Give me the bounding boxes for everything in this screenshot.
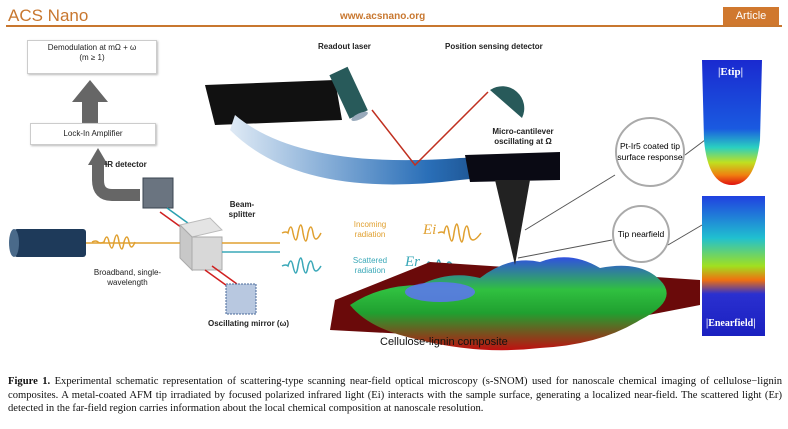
up-arrow-icon xyxy=(72,80,108,125)
oscillating-mirror-icon xyxy=(225,283,257,315)
scattered-symbol: Er xyxy=(405,254,420,270)
article-badge: Article xyxy=(723,7,779,25)
demod-condition: (m ≥ 1) xyxy=(79,53,105,62)
psd-label: Position sensing detector xyxy=(445,42,543,51)
enearfield-map xyxy=(702,196,765,336)
tip-response-label: Pt-Ir5 coated tip surface response xyxy=(617,141,683,162)
ir-detector-icon xyxy=(142,177,174,209)
readout-laser-icon xyxy=(329,66,368,121)
demod-label: Demodulation at mΩ + ω xyxy=(47,43,137,52)
readout-laser-label: Readout laser xyxy=(318,42,371,51)
incoming-label: Incoming radiation xyxy=(353,220,387,239)
etip-label: |Etip| xyxy=(718,66,744,78)
beamsplitter-icon xyxy=(179,217,223,272)
incoming-wave-2-icon xyxy=(437,223,482,243)
caption-text: Experimental schematic representation of… xyxy=(8,376,782,414)
figure-graphic xyxy=(9,60,765,351)
beamsplitter-label: Beam-splitter xyxy=(228,200,256,219)
tip-response-callout: Pt-Ir5 coated tip surface response xyxy=(615,117,685,187)
enearfield-label: |Enearfield| xyxy=(706,318,756,329)
demodulation-box: Demodulation at mΩ + ω (m ≥ 1) xyxy=(27,40,157,74)
mirror-label: Oscillating mirror (ω) xyxy=(208,319,289,328)
incoming-symbol: Ei xyxy=(423,222,437,238)
lockin-label: Lock-In Amplifier xyxy=(63,129,123,138)
ir-source-icon xyxy=(14,229,86,257)
incoming-wave-icon xyxy=(281,224,322,242)
ir-detector-label: IR detector xyxy=(105,160,147,169)
curved-arrow-icon xyxy=(92,162,140,201)
scattered-wave-icon xyxy=(281,257,322,274)
etip-map xyxy=(702,60,762,185)
cantilever-chip xyxy=(205,80,342,125)
afm-tip xyxy=(495,180,530,265)
journal-url[interactable]: www.acsnano.org xyxy=(340,11,426,22)
scattered-label: Scattered radiation xyxy=(352,256,388,275)
header-rule xyxy=(6,25,782,27)
figure-caption: Figure 1. Experimental schematic represe… xyxy=(8,375,782,416)
journal-name: ACS Nano xyxy=(8,6,89,25)
cantilever-label: Micro-cantilever oscillating at Ω xyxy=(492,127,554,146)
wave-icon xyxy=(91,234,136,250)
psd-icon xyxy=(490,86,525,118)
tip-nearfield-callout: Tip nearfield xyxy=(612,205,670,263)
lockin-box: Lock-In Amplifier xyxy=(30,123,156,145)
source-label: Broadband, single-wavelength xyxy=(93,268,162,287)
sample-label: Cellulose-lignin composite xyxy=(380,336,508,348)
sample-surface xyxy=(350,257,667,351)
caption-label: Figure 1. xyxy=(8,376,51,387)
tip-nearfield-label: Tip nearfield xyxy=(617,228,665,239)
